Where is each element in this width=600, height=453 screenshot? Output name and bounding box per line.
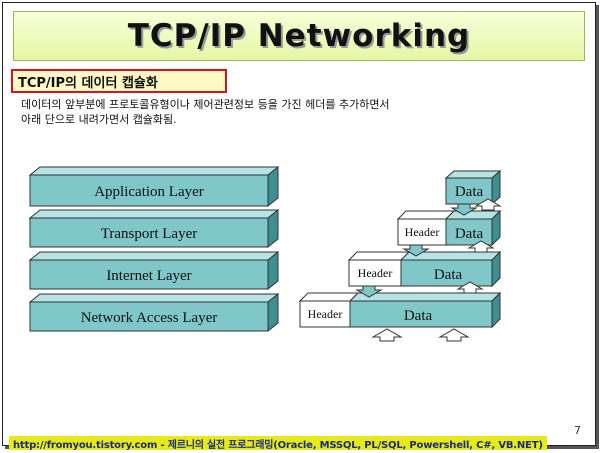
layer-label-network-access: Network Access Layer: [81, 310, 218, 326]
data-label-row4: Data: [404, 308, 433, 324]
arrow-down-1: [450, 203, 478, 216]
data-label-row1: Data: [455, 184, 484, 200]
section-heading: TCP/IP의 데이터 캡슐화: [18, 75, 158, 91]
packet-row-transport: Header Data: [396, 209, 502, 247]
slide-title: TCP/IP Networking: [127, 18, 471, 54]
header-label-row2: Header: [405, 225, 440, 239]
packet-row-internet: Header Data: [347, 250, 502, 288]
arrow-up-2: [467, 240, 495, 253]
title-bar: TCP/IP Networking: [13, 11, 585, 61]
section-heading-box: TCP/IP의 데이터 캡슐화: [11, 69, 227, 93]
encapsulation-diagram: Application Layer Transport Layer Intern…: [28, 165, 502, 342]
page-number: 7: [574, 424, 581, 437]
layer-slab-internet: Internet Layer: [28, 250, 280, 291]
layer-slab-network-access: Network Access Layer: [28, 292, 280, 333]
arrow-up-1: [474, 198, 502, 211]
arrow-up-4: [371, 328, 403, 342]
arrow-down-2: [402, 244, 430, 257]
packet-row-network-access: Header Data: [298, 291, 502, 329]
layer-label-internet: Internet Layer: [106, 268, 191, 284]
arrow-down-3: [355, 285, 383, 298]
footer-link[interactable]: http://fromyou.tistory.com - 제르니의 실전 프로그…: [13, 439, 543, 451]
header-label-row3: Header: [358, 266, 393, 280]
arrow-up-5: [438, 328, 470, 342]
layer-slab-application: Application Layer: [28, 165, 280, 208]
description-line-1: 데이터의 앞부분에 프로토콜유형이나 제어관련정보 등을 가진 헤더를 추가하면…: [21, 98, 390, 111]
footer-bar: http://fromyou.tistory.com - 제르니의 실전 프로그…: [9, 436, 547, 451]
layer-label-transport: Transport Layer: [101, 226, 198, 242]
description: 데이터의 앞부분에 프로토콜유형이나 제어관련정보 등을 가진 헤더를 추가하면…: [21, 97, 581, 127]
arrow-up-3: [456, 281, 484, 294]
layer-slab-transport: Transport Layer: [28, 208, 280, 249]
description-line-2: 아래 단으로 내려가면서 캡슐화됨.: [21, 113, 177, 126]
data-label-row2: Data: [455, 226, 484, 242]
layer-label-application: Application Layer: [94, 184, 204, 200]
data-label-row3: Data: [434, 267, 463, 283]
header-label-row4: Header: [308, 307, 343, 321]
packet-row-application: Data: [444, 169, 502, 206]
